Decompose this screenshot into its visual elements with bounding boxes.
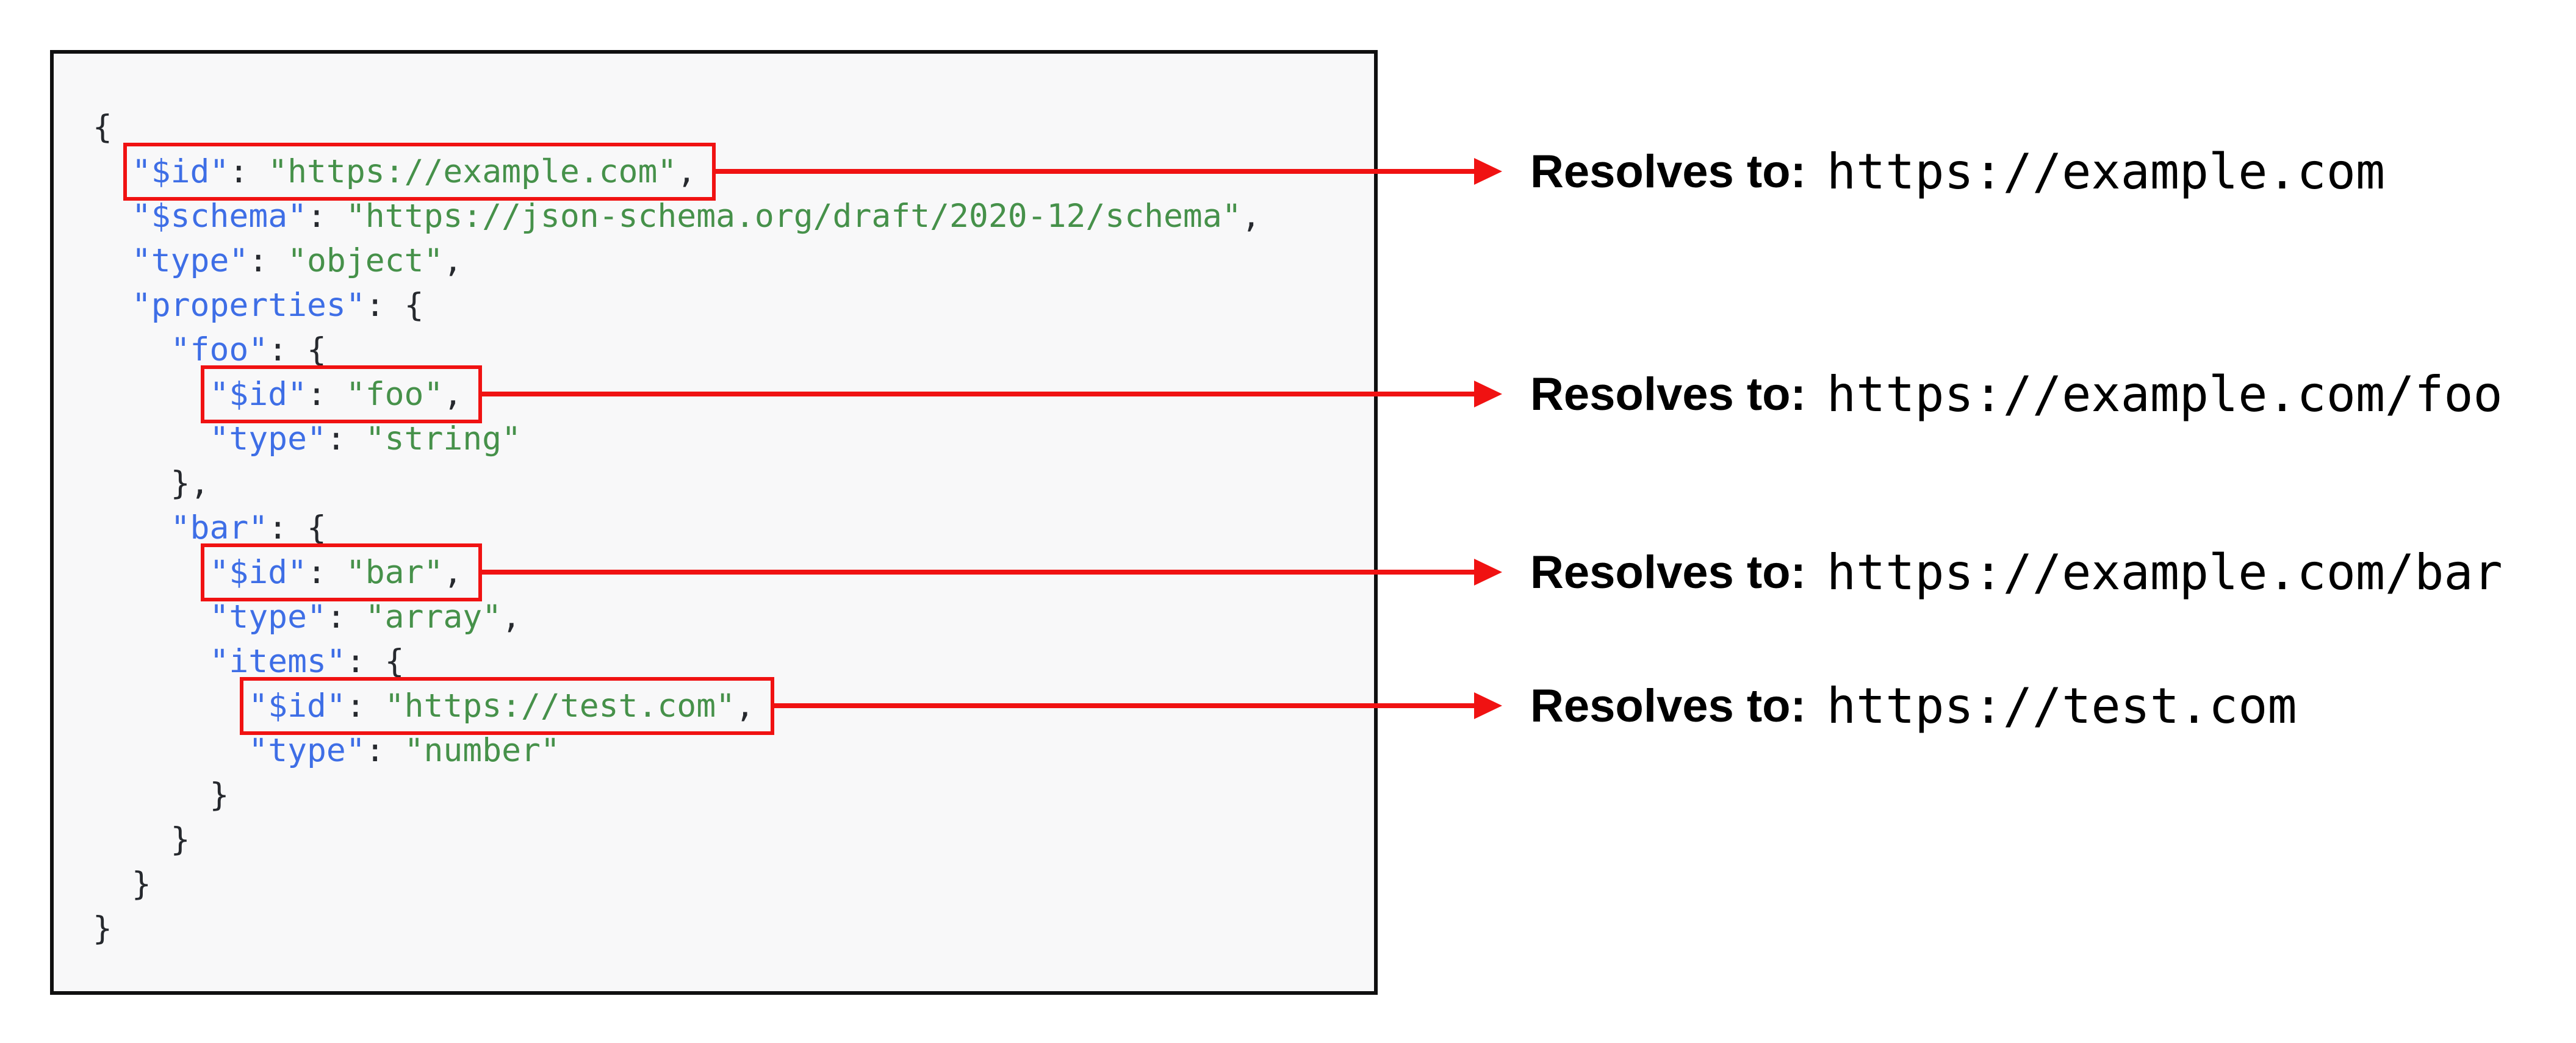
code-string: "https://example.com" (268, 153, 677, 190)
code-key: "properties" (131, 287, 365, 324)
code-string: "bar" (345, 554, 444, 591)
code-punctuation: : (365, 732, 405, 769)
code-line: "$schema": "https://json-schema.org/draf… (93, 194, 1368, 238)
code-string: "string" (365, 420, 522, 457)
arrow-line-test (773, 703, 1480, 708)
resolves-url: https://example.com (1826, 143, 2386, 200)
annotation-test: Resolves to: https://test.com (1530, 676, 2297, 735)
code-key: "$id" (209, 376, 307, 413)
code-key: "bar" (170, 509, 268, 547)
code-key: "$id" (248, 687, 346, 725)
code-punctuation: : (268, 509, 308, 547)
code-line: } (93, 862, 1368, 906)
code-punctuation: : (248, 242, 288, 279)
arrow-head-foo (1474, 381, 1502, 407)
resolves-label: Resolves to: (1530, 679, 1806, 732)
code-punctuation: , (443, 242, 463, 279)
code-punctuation: : (365, 287, 405, 324)
code-line: "properties": { (93, 283, 1368, 328)
code-line: "$id": "bar", (93, 543, 1368, 601)
code-line: }, (93, 461, 1368, 506)
code-punctuation: , (677, 153, 697, 190)
code-key: "type" (131, 242, 249, 279)
code-punctuation: : (307, 376, 346, 413)
code-key: "type" (209, 420, 326, 457)
annotation-example: Resolves to: https://example.com (1530, 142, 2385, 201)
resolves-label: Resolves to: (1530, 546, 1806, 598)
code-punctuation: : (345, 687, 385, 725)
code-punctuation: : (326, 420, 365, 457)
code-punctuation: { (307, 331, 326, 368)
code-key: "items" (209, 643, 346, 680)
code-line: "$id": "https://test.com", (93, 677, 1368, 735)
code-key: "foo" (170, 331, 268, 368)
code-punctuation: { (307, 509, 326, 547)
code-line: "$id": "https://example.com", (93, 143, 1368, 201)
code-line: "type": "object", (93, 238, 1368, 283)
code-key: "type" (248, 732, 365, 769)
code-line: { (93, 105, 1368, 149)
code-punctuation: { (404, 287, 424, 324)
code-string: "https://test.com" (384, 687, 736, 725)
code-key: "$id" (131, 153, 229, 190)
code-string: "https://json-schema.org/draft/2020-12/s… (345, 198, 1242, 235)
code-punctuation: : (268, 331, 308, 368)
arrow-line-foo (481, 392, 1480, 396)
highlight-box: "$id": "bar", (201, 543, 483, 601)
code-punctuation: : (307, 554, 346, 591)
code-panel: { "$id": "https://example.com", "$schema… (50, 50, 1378, 995)
code-punctuation: : (229, 153, 268, 190)
code-key: "$id" (209, 554, 307, 591)
code-punctuation: , (502, 598, 522, 636)
code-punctuation: }, (170, 465, 210, 502)
resolves-url: https://example.com/foo (1826, 365, 2503, 423)
annotation-foo: Resolves to: https://example.com/foo (1530, 365, 2503, 423)
code-punctuation: { (93, 109, 112, 146)
code-string: "array" (365, 598, 502, 636)
code-punctuation: { (384, 643, 405, 680)
annotation-bar: Resolves to: https://example.com/bar (1530, 543, 2503, 601)
arrow-head-test (1474, 692, 1502, 719)
resolves-label: Resolves to: (1530, 145, 1806, 198)
arrow-line-bar (481, 570, 1480, 575)
code-key: "$schema" (131, 198, 308, 235)
resolves-url: https://test.com (1826, 677, 2297, 734)
code-line: "items": { (93, 639, 1368, 684)
code-punctuation: } (170, 821, 190, 858)
code-line: "foo": { (93, 328, 1368, 372)
code-line: } (93, 773, 1368, 817)
code-punctuation: } (131, 866, 151, 903)
arrow-head-example (1474, 158, 1502, 185)
code-line: } (93, 906, 1368, 951)
highlight-box: "$id": "https://example.com", (123, 143, 716, 201)
code-punctuation: , (1241, 198, 1261, 235)
code-line: "bar": { (93, 506, 1368, 550)
code-key: "type" (209, 598, 326, 636)
code-line: "$id": "foo", (93, 365, 1368, 423)
arrow-head-bar (1474, 559, 1502, 586)
code-punctuation: : (307, 198, 346, 235)
code-line: "type": "string" (93, 417, 1368, 461)
arrow-line-example (714, 169, 1480, 174)
code-punctuation: , (443, 554, 463, 591)
code-string: "number" (404, 732, 560, 769)
code-string: "object" (287, 242, 444, 279)
code-line: "type": "array", (93, 595, 1368, 639)
resolves-url: https://example.com/bar (1826, 543, 2503, 601)
code-line: } (93, 817, 1368, 862)
code-line: "type": "number" (93, 728, 1368, 773)
highlight-box: "$id": "foo", (201, 365, 483, 423)
code-punctuation: } (209, 776, 229, 814)
code-punctuation: } (93, 910, 112, 947)
resolves-label: Resolves to: (1530, 368, 1806, 420)
code-punctuation: : (345, 643, 385, 680)
code-punctuation: , (443, 376, 463, 413)
highlight-box: "$id": "https://test.com", (240, 677, 774, 735)
code-lines: { "$id": "https://example.com", "$schema… (54, 54, 1374, 951)
code-punctuation: , (735, 687, 755, 725)
code-punctuation: : (326, 598, 365, 636)
code-string: "foo" (345, 376, 444, 413)
